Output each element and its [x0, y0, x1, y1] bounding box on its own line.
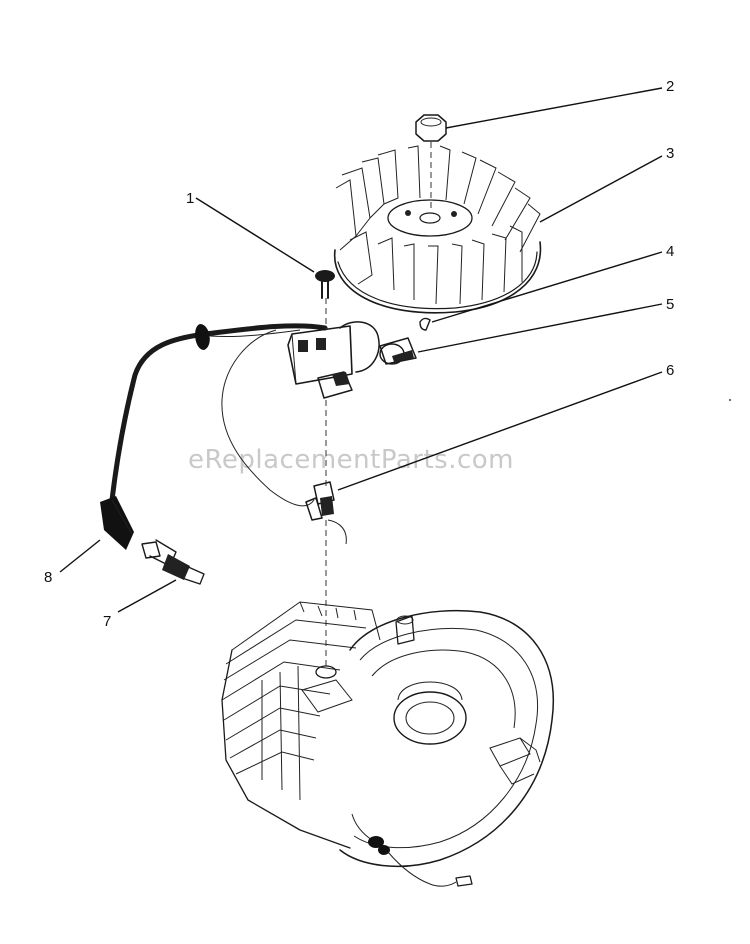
leader-8	[59, 539, 101, 573]
leader-3	[539, 155, 663, 223]
leader-4	[431, 251, 663, 323]
spark-plug-boot	[100, 496, 134, 550]
spark-plug-lead	[109, 323, 328, 503]
callout-5: 5	[666, 296, 674, 313]
callout-2: 2	[666, 78, 674, 95]
callout-8: 8	[44, 569, 52, 586]
spark-plug	[141, 539, 205, 585]
flywheel	[333, 145, 542, 314]
callout-4: 4	[666, 243, 674, 260]
flywheel-key	[419, 317, 431, 331]
callout-6: 6	[666, 362, 674, 379]
stop-wire	[351, 813, 473, 887]
stray-mark	[729, 399, 731, 401]
ignition-module	[287, 321, 417, 399]
leader-5	[417, 303, 663, 353]
leader-7	[117, 579, 177, 613]
engine-block	[221, 601, 554, 868]
callout-3: 3	[666, 145, 674, 162]
watermark-text: eReplacementParts.com	[188, 445, 514, 475]
leader-2	[445, 87, 663, 129]
leader-1	[195, 197, 315, 273]
callout-7: 7	[103, 613, 111, 630]
leader-6	[337, 371, 663, 491]
flywheel-nut	[415, 114, 447, 142]
wire-clip	[305, 481, 335, 521]
ground-wire	[221, 329, 347, 545]
callout-1: 1	[186, 190, 194, 207]
screw	[315, 270, 335, 299]
